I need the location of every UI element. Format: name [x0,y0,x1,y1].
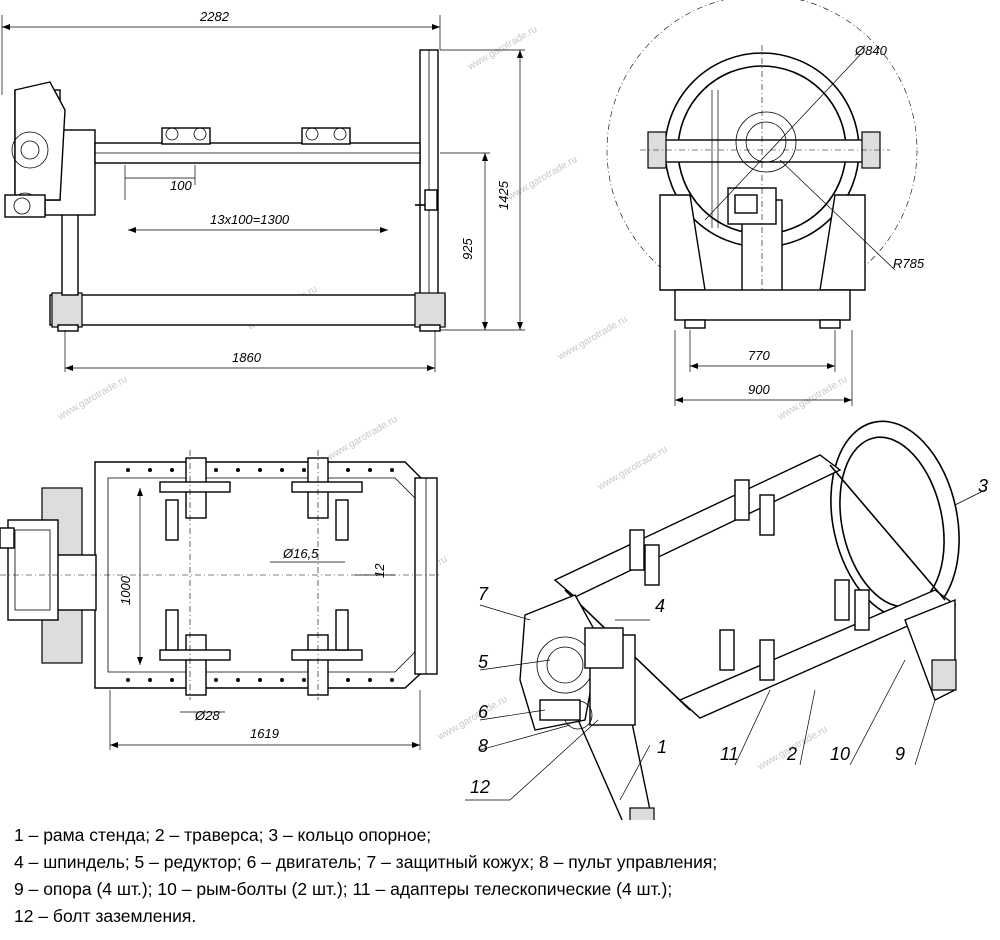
callout-9: 9 [895,744,905,764]
callout-leaders [465,489,986,801]
watermark-text: www.garotrade.ru [465,24,539,73]
watermark-text: www.garotrade.ru [55,374,129,423]
legend-line: 1 – рама стенда; 2 – траверса; 3 – кольц… [14,825,432,845]
front-view: Ø840 R785 770 900 [606,0,925,406]
callout-11: 11 [720,744,739,764]
top-rail-holes [126,468,394,682]
legend-line: 12 – болт заземления. [14,906,197,926]
iso-adapters [629,479,870,681]
dim-side-spindle-height: 925 [460,238,475,260]
callout-7: 7 [478,584,489,604]
watermark-text: www.garotrade.ru [505,154,579,203]
top-view: 1000 Ø16,5 12 Ø28 1619 [0,450,440,750]
dim-front-outer-width: 900 [748,382,770,397]
watermark-text: www.garotrade.ru [775,374,849,423]
dim-top-width: 1000 [118,575,133,605]
dim-side-holes: 13x100=1300 [210,212,290,227]
callout-2: 2 [786,744,797,764]
dim-front-inner-width: 770 [748,348,770,363]
callout-5: 5 [478,652,489,672]
watermark-text: www.garotrade.ru [325,414,399,463]
dim-front-radius: R785 [893,256,925,271]
watermark-text: www.garotrade.ru [555,314,629,363]
dim-side-base-length: 1860 [232,350,262,365]
legend-line: 4 – шпиндель; 5 – редуктор; 6 – двигател… [14,852,718,872]
dim-side-total-length: 2282 [199,9,230,24]
side-view: 2282 [1,9,525,372]
callout-1: 1 [657,737,667,757]
watermark-text: www.garotrade.ru [595,444,669,493]
watermark-text: www.garotrade.ru [435,694,509,743]
legend-line: 9 – опора (4 шт.); 10 – рым-болты (2 шт.… [14,879,673,899]
isometric-view [519,420,960,820]
side-adapters [161,127,351,145]
callout-3: 3 [978,476,988,496]
technical-drawing: www.garotrade.ru www.garotrade.ru www.ga… [0,0,988,820]
callout-10: 10 [830,744,850,764]
dim-top-hole-diameter: Ø16,5 [282,546,319,561]
callout-6: 6 [478,702,489,722]
dim-front-ring-diameter: Ø840 [854,43,888,58]
dim-top-length: 1619 [250,726,279,741]
callout-8: 8 [478,736,488,756]
callout-12: 12 [470,777,490,797]
callout-4: 4 [655,596,665,616]
dim-top-offset: 12 [372,563,387,578]
top-adapters [159,457,363,696]
callouts: 1 2 3 4 5 6 7 8 9 10 11 12 [470,476,988,797]
dim-side-height: 1425 [496,180,511,210]
dim-top-adapter-diameter: Ø28 [194,708,220,723]
dim-side-pitch: 100 [170,178,192,193]
parts-legend: 1 – рама стенда; 2 – траверса; 3 – кольц… [14,822,994,930]
